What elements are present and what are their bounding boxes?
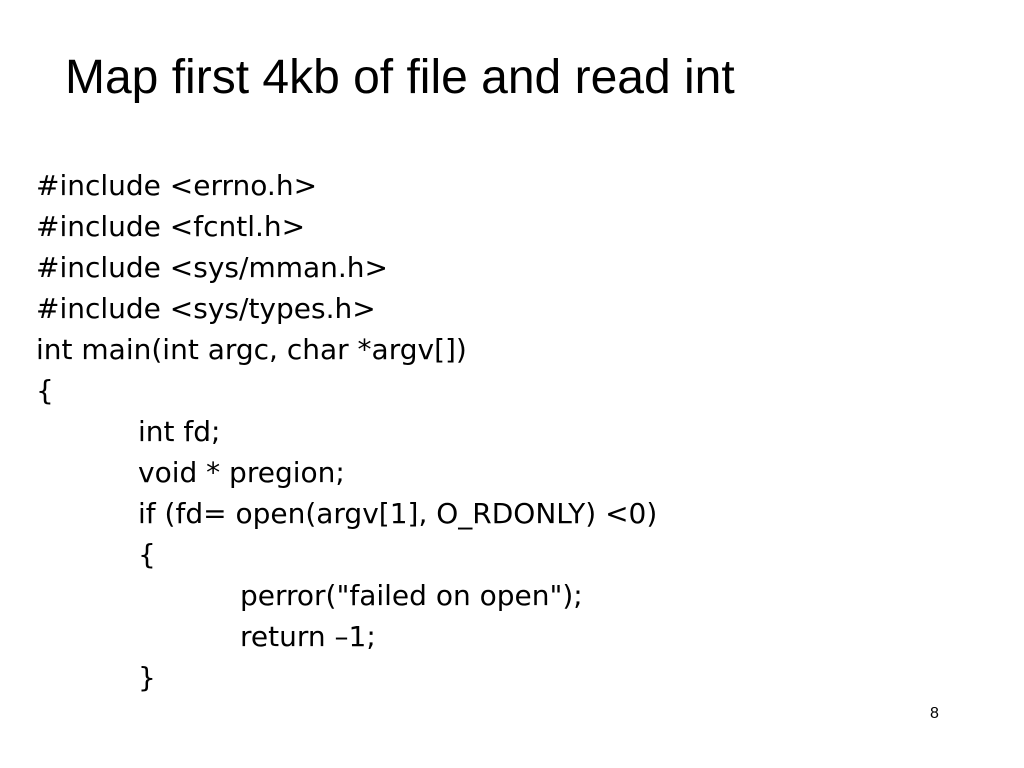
code-line: int fd; bbox=[138, 415, 221, 448]
code-line: perror("failed on open"); bbox=[240, 579, 583, 612]
code-line: #include <errno.h> bbox=[36, 169, 318, 202]
code-line: { bbox=[138, 538, 156, 571]
code-line: #include <sys/mman.h> bbox=[36, 251, 389, 284]
code-line: #include <fcntl.h> bbox=[36, 210, 306, 243]
code-line: int main(int argc, char *argv[]) bbox=[36, 333, 467, 366]
code-block: #include <errno.h> #include <fcntl.h> #i… bbox=[36, 165, 657, 698]
page-number: 8 bbox=[930, 705, 939, 722]
slide-title: Map first 4kb of file and read int bbox=[65, 51, 735, 104]
code-line: void * pregion; bbox=[138, 456, 345, 489]
code-line: if (fd= open(argv[1], O_RDONLY) <0) bbox=[138, 497, 658, 530]
code-line: { bbox=[36, 374, 54, 407]
code-line: return –1; bbox=[240, 620, 376, 653]
code-line: } bbox=[138, 661, 156, 694]
code-line: #include <sys/types.h> bbox=[36, 292, 376, 325]
